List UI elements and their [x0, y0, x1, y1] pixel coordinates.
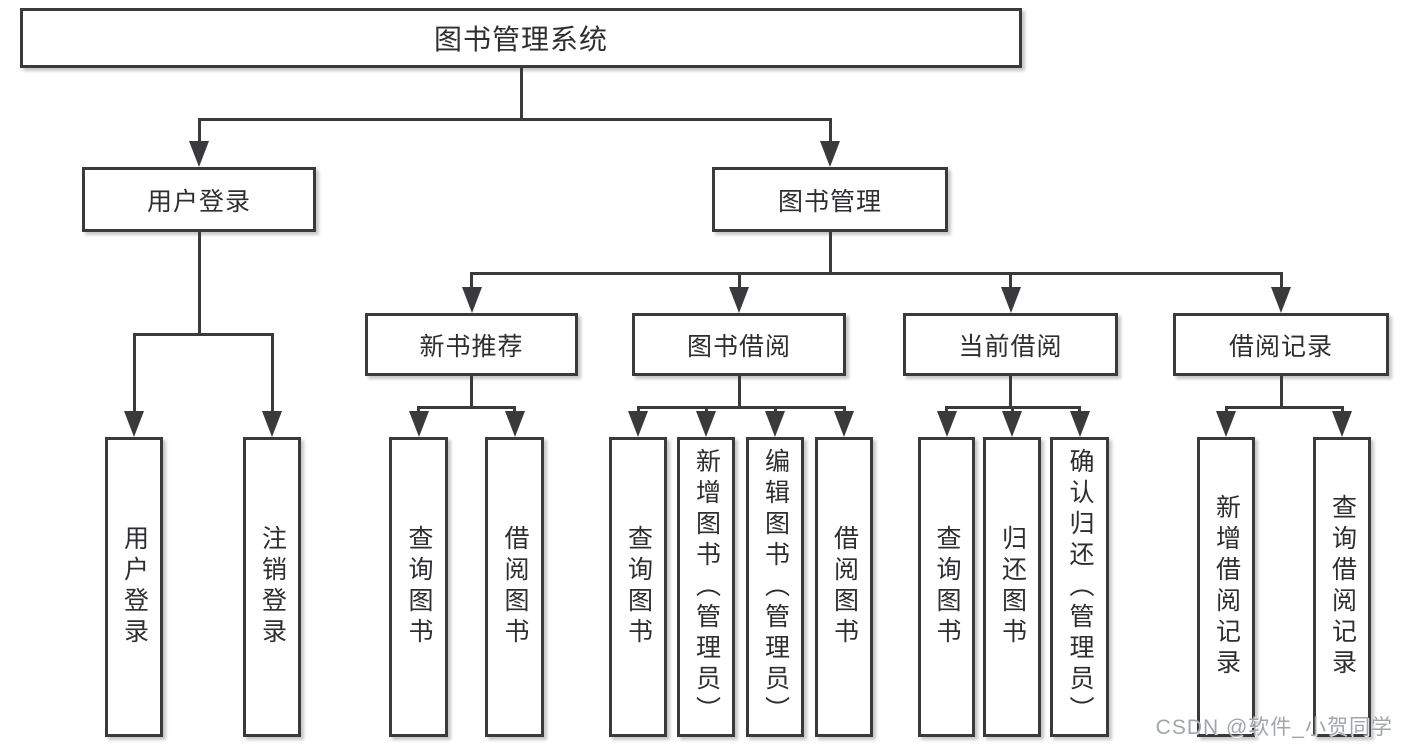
- node-label: 查询图书: [624, 525, 653, 649]
- node-leaf-cb-return: 归还图书: [983, 437, 1041, 737]
- arrow-down-icon: [1216, 411, 1236, 437]
- connector-line: [1279, 273, 1283, 291]
- arrow-down-icon: [628, 411, 648, 437]
- node-leaf-cb-confirm: 确认归还（管理员）: [1050, 437, 1109, 737]
- connector-line: [470, 273, 473, 291]
- node-leaf-bb-query: 查询图书: [609, 437, 667, 737]
- node-label: 查询图书: [405, 525, 433, 649]
- node-label: 查询借阅记录: [1328, 494, 1357, 680]
- node-leaf-bb-add: 新增图书（管理员）: [677, 437, 735, 737]
- arrow-down-icon: [1069, 411, 1090, 437]
- node-new-books: 新书推荐: [365, 313, 578, 376]
- connector-line: [828, 230, 832, 275]
- arrow-down-icon: [408, 411, 429, 437]
- node-label: 归还图书: [998, 525, 1027, 649]
- node-leaf-logout: 注销登录: [243, 437, 301, 737]
- node-label: 用户登录: [120, 525, 149, 649]
- node-label: 用户登录: [146, 187, 251, 216]
- node-leaf-br-query: 查询借阅记录: [1313, 437, 1371, 737]
- node-label: 注销登录: [258, 525, 287, 649]
- arrow-down-icon: [834, 411, 854, 437]
- node-current-borrow: 当前借阅: [903, 313, 1118, 376]
- node-label: 借阅图书: [501, 525, 529, 649]
- connector-line: [197, 230, 201, 336]
- node-leaf-cb-query: 查询图书: [918, 437, 975, 737]
- arrow-down-icon: [696, 411, 716, 437]
- node-label: 编辑图书（管理员）: [761, 447, 790, 727]
- watermark: CSDN @软件_小贺同学: [1155, 716, 1393, 739]
- arrow-down-icon: [936, 411, 957, 437]
- connector-line: [197, 117, 832, 121]
- node-leaf-bb-borrow: 借阅图书: [815, 437, 873, 737]
- arrow-down-icon: [504, 411, 525, 437]
- arrow-down-icon: [461, 287, 482, 313]
- arrow-down-icon: [1000, 287, 1021, 313]
- node-leaf-nb-borrow: 借阅图书: [485, 437, 544, 737]
- arrow-down-icon: [1002, 411, 1022, 437]
- node-label: 新增借阅记录: [1212, 494, 1241, 680]
- node-label: 图书管理: [777, 187, 882, 216]
- node-book-mgmt: 图书管理: [712, 167, 948, 232]
- node-user-login: 用户登录: [82, 167, 316, 232]
- arrow-down-icon: [1271, 287, 1291, 313]
- connector-line: [470, 271, 1283, 275]
- node-label: 当前借阅: [958, 332, 1063, 361]
- connector-line: [519, 66, 523, 121]
- arrow-down-icon: [262, 411, 282, 437]
- arrow-down-icon: [765, 411, 785, 437]
- node-root: 图书管理系统: [20, 8, 1022, 68]
- node-label: 图书借阅: [686, 332, 791, 361]
- node-label: 新书推荐: [419, 332, 524, 361]
- connector-line: [828, 119, 832, 145]
- connector-line: [1279, 374, 1283, 409]
- arrow-down-icon: [124, 411, 144, 437]
- connector-line: [1224, 405, 1344, 409]
- node-label: 图书管理系统: [433, 24, 608, 55]
- node-label: 查询图书: [933, 525, 961, 649]
- node-leaf-nb-query: 查询图书: [389, 437, 448, 737]
- connector-line: [1009, 273, 1012, 291]
- arrow-down-icon: [189, 141, 209, 167]
- node-leaf-bb-edit: 编辑图书（管理员）: [746, 437, 804, 737]
- node-book-borrow: 图书借阅: [632, 313, 846, 376]
- node-label: 确认归还（管理员）: [1066, 447, 1094, 727]
- connector-line: [737, 374, 741, 409]
- connector-line: [197, 119, 201, 145]
- node-label: 新增图书（管理员）: [692, 447, 721, 727]
- node-borrow-records: 借阅记录: [1173, 313, 1389, 376]
- connector-line: [1009, 374, 1012, 409]
- connector-line: [470, 374, 473, 409]
- connector-line: [132, 334, 136, 415]
- node-leaf-br-add: 新增借阅记录: [1197, 437, 1255, 737]
- connector-line: [132, 332, 274, 336]
- node-label: 借阅记录: [1228, 332, 1333, 361]
- node-label: 借阅图书: [830, 525, 859, 649]
- arrow-down-icon: [820, 141, 840, 167]
- arrow-down-icon: [1332, 411, 1352, 437]
- arrow-down-icon: [729, 287, 749, 313]
- connector-line: [636, 405, 846, 409]
- connector-line: [737, 273, 741, 291]
- node-leaf-user-login: 用户登录: [105, 437, 163, 737]
- connector-line: [270, 334, 274, 415]
- connector-line: [417, 405, 516, 409]
